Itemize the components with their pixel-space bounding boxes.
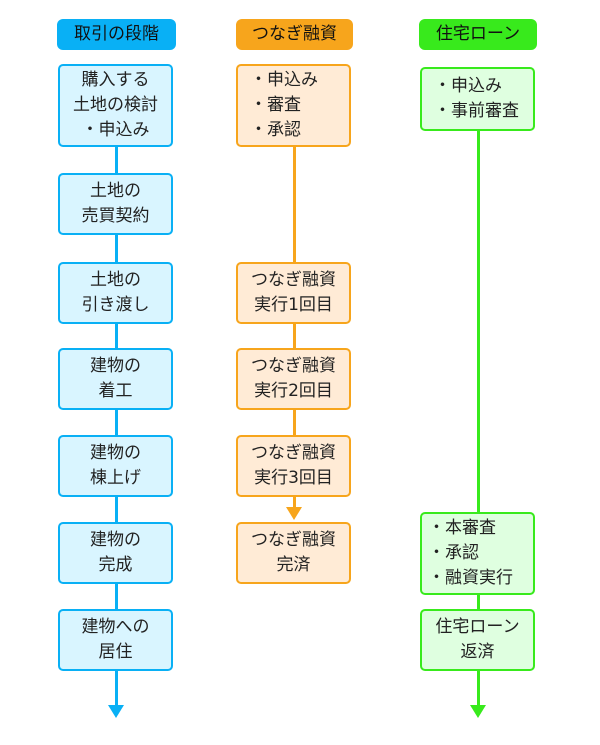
step-line: つなぎ融資 [251, 270, 336, 290]
step-line: ・事前審査 [434, 101, 519, 121]
step-line: 住宅ローン [435, 617, 520, 637]
step-line: 建物の [90, 530, 141, 550]
header-mortgage: 住宅ローン [419, 19, 537, 50]
step-move-in: 建物への 居住 [58, 609, 173, 671]
step-line: 実行1回目 [254, 295, 333, 315]
step-bridge-repaid: つなぎ融資 完済 [236, 522, 351, 584]
step-line: 着工 [98, 381, 133, 401]
step-framework-raising: 建物の 棟上げ [58, 435, 173, 497]
step-line: 購入する [81, 70, 150, 90]
step-line: ・申込み [434, 76, 502, 96]
step-line: 土地の [90, 181, 141, 201]
step-mortgage-final-review: ・本審査 ・承認 ・融資実行 [420, 512, 535, 595]
step-mortgage-preliminary: ・申込み ・事前審査 [420, 67, 535, 131]
step-bridge-disbursement-3: つなぎ融資 実行3回目 [236, 435, 351, 497]
step-bridge-disbursement-2: つなぎ融資 実行2回目 [236, 348, 351, 410]
step-land-review-application: 購入する 土地の検討 ・申込み [58, 64, 173, 147]
step-line: つなぎ融資 [251, 530, 336, 550]
step-line: 棟上げ [90, 468, 141, 488]
step-line: ・申込み [81, 120, 150, 140]
step-line: 引き渡し [81, 295, 150, 315]
step-building-completion: 建物の 完成 [58, 522, 173, 584]
step-line: 売買契約 [81, 206, 150, 226]
step-line: ・本審査 [428, 518, 496, 538]
step-line: 実行2回目 [254, 381, 333, 401]
step-bridge-disbursement-1: つなぎ融資 実行1回目 [236, 262, 351, 324]
step-line: 土地の [90, 270, 141, 290]
step-bridge-application: ・申込み ・審査 ・承認 [236, 64, 351, 147]
step-line: 居住 [98, 642, 133, 662]
step-land-handover: 土地の 引き渡し [58, 262, 173, 324]
step-line: 完成 [98, 555, 133, 575]
step-line: 建物の [90, 356, 141, 376]
step-mortgage-repayment: 住宅ローン 返済 [420, 609, 535, 671]
step-line: ・審査 [250, 95, 301, 115]
header-bridge-loan: つなぎ融資 [236, 19, 353, 50]
step-line: 完済 [276, 555, 311, 575]
step-line: ・申込み [250, 70, 318, 90]
bridge-loan-arrow-head-icon [286, 507, 302, 520]
mortgage-arrow-head-icon [470, 705, 486, 718]
step-line: つなぎ融資 [251, 356, 336, 376]
step-line: ・承認 [250, 120, 301, 140]
mortgage-timeline-line [477, 130, 480, 706]
step-line: 土地の検討 [73, 95, 158, 115]
bridge-loan-timeline-line [293, 146, 296, 509]
header-transaction-stage: 取引の段階 [57, 19, 176, 50]
step-line: ・承認 [428, 543, 479, 563]
step-construction-start: 建物の 着工 [58, 348, 173, 410]
stage-timeline-line [115, 146, 118, 706]
step-line: つなぎ融資 [251, 443, 336, 463]
step-line: 建物の [90, 443, 141, 463]
step-line: 建物への [81, 617, 150, 637]
step-line: ・融資実行 [428, 568, 513, 588]
step-land-sales-contract: 土地の 売買契約 [58, 173, 173, 235]
stage-arrow-head-icon [108, 705, 124, 718]
step-line: 実行3回目 [254, 468, 333, 488]
step-line: 返済 [460, 642, 495, 662]
